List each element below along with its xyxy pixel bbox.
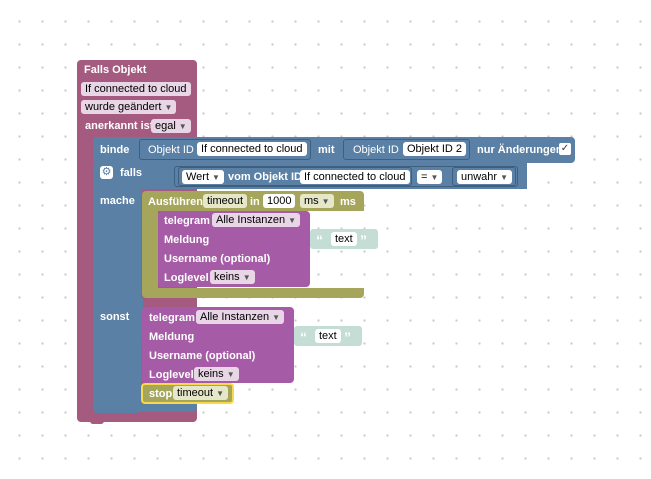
telegram-instance-dropdown-2[interactable]: Alle Instanzen▼ [196, 310, 285, 324]
else-header-row [93, 298, 143, 338]
binde-label: binde [100, 144, 130, 156]
quote-close-icon: ” [344, 329, 351, 345]
username-label-1: Username (optional) [164, 253, 271, 265]
dropdown-arrow-icon: ▼ [272, 313, 281, 322]
checkbox-icon[interactable]: ✓ [559, 143, 571, 155]
dropdown-arrow-icon: ▼ [430, 173, 439, 182]
meldung-label-1: Meldung [164, 234, 210, 246]
timeout-left-bar [142, 211, 158, 291]
loglevel-dropdown-2[interactable]: keins▼ [194, 367, 239, 381]
dropdown-arrow-icon: ▼ [164, 103, 173, 112]
loglevel-dropdown-1[interactable]: keins▼ [210, 270, 255, 284]
telegram-title-2: telegram [149, 312, 195, 324]
compare-object-field[interactable]: If connected to cloud [300, 170, 410, 184]
username-label-2: Username (optional) [149, 350, 256, 362]
if-else-block[interactable] [93, 163, 141, 413]
quote-open-icon: “ [316, 232, 323, 248]
stop-timeout-dropdown[interactable]: timeout▼ [173, 386, 228, 400]
sonst-label: sonst [100, 311, 130, 323]
telegram-instance-dropdown-1[interactable]: Alle Instanzen▼ [212, 213, 301, 227]
stop-label: stop [149, 388, 173, 400]
objekt-id-field-1[interactable]: If connected to cloud [197, 142, 307, 156]
dropdown-arrow-icon: ▼ [321, 197, 330, 206]
dropdown-arrow-icon: ▼ [178, 122, 187, 131]
dropdown-arrow-icon: ▼ [212, 173, 220, 182]
loglevel-label-1: Loglevel [164, 272, 209, 284]
quote-open-icon: “ [300, 329, 307, 345]
text-field-1[interactable]: text [331, 232, 357, 246]
timeout-bottom-bar [142, 288, 364, 298]
telegram-title-1: telegram [164, 215, 210, 227]
falls-label: falls [120, 167, 143, 179]
dropdown-arrow-icon: ▼ [288, 216, 297, 225]
dropdown-arrow-icon: ▼ [500, 173, 508, 182]
only-changes-label: nur Änderungen [477, 144, 563, 156]
bool-dropdown[interactable]: unwahr▼ [457, 170, 512, 184]
loglevel-label-2: Loglevel [149, 369, 194, 381]
timeout-value-field[interactable]: 1000 [263, 194, 296, 208]
falls-objekt-bottom-notch [90, 418, 104, 424]
ack-dropdown[interactable]: egal▼ [151, 119, 191, 133]
falls-objekt-title: Falls Objekt [84, 64, 147, 76]
dropdown-arrow-icon: ▼ [242, 273, 251, 282]
meldung-label-2: Meldung [149, 331, 195, 343]
timeout-unit-dropdown[interactable]: ms▼ [300, 194, 334, 208]
ausfuehren-label: Ausführen [148, 196, 203, 208]
ack-label: anerkannt ist [85, 120, 154, 132]
falls-objekt-object-field[interactable]: If connected to cloud [81, 82, 191, 96]
text-field-2[interactable]: text [315, 329, 341, 343]
mit-label: mit [318, 144, 335, 156]
value-dropdown[interactable]: Wert▼ [182, 170, 224, 184]
objekt-id-label-1: Objekt ID [148, 144, 194, 156]
gear-icon[interactable]: ⚙ [100, 166, 113, 179]
dropdown-arrow-icon: ▼ [216, 389, 224, 398]
dropdown-arrow-icon: ▼ [226, 370, 235, 379]
quote-close-icon: ” [360, 232, 367, 248]
falls-objekt-trigger-dropdown[interactable]: wurde geändert▼ [81, 100, 177, 114]
objekt-id-label-2: Objekt ID [353, 144, 399, 156]
objekt-id-field-2[interactable]: Objekt ID 2 [403, 142, 467, 156]
operator-dropdown[interactable]: =▼ [417, 170, 443, 184]
vom-objekt-label: vom Objekt ID [228, 171, 302, 183]
ms-suffix-label: ms [340, 196, 356, 208]
in-label: in [250, 196, 260, 208]
timeout-name-field[interactable]: timeout [203, 194, 248, 208]
mache-label: mache [100, 195, 135, 207]
